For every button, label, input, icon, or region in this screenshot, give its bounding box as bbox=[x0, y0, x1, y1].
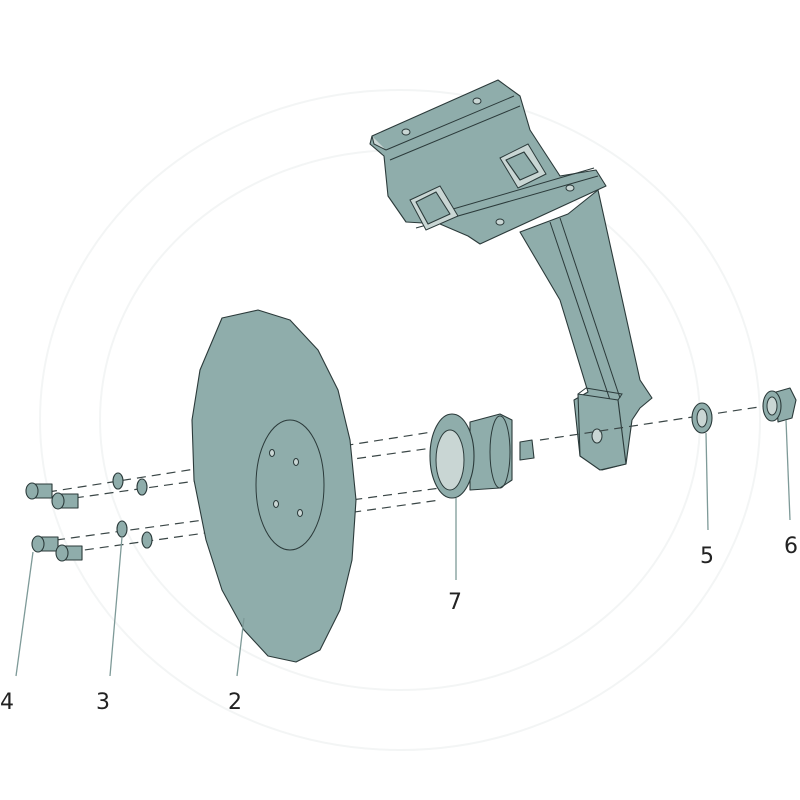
hub-bearing bbox=[429, 413, 535, 499]
assembly-axis-lines bbox=[47, 401, 793, 553]
bolts bbox=[25, 482, 83, 562]
part-label-6: 6 bbox=[784, 534, 798, 559]
part-label-7: 7 bbox=[448, 590, 462, 615]
part-label-4: 4 bbox=[0, 690, 14, 715]
bushing bbox=[762, 387, 797, 423]
spacer-ring bbox=[691, 402, 713, 434]
part-label-2: 2 bbox=[228, 690, 242, 715]
leader-lines bbox=[15, 419, 791, 677]
part-label-3: 3 bbox=[96, 690, 110, 715]
washers bbox=[112, 472, 153, 549]
part-label-5: 5 bbox=[700, 544, 714, 569]
notched-disc bbox=[191, 309, 357, 663]
mounting-bracket bbox=[369, 79, 653, 471]
